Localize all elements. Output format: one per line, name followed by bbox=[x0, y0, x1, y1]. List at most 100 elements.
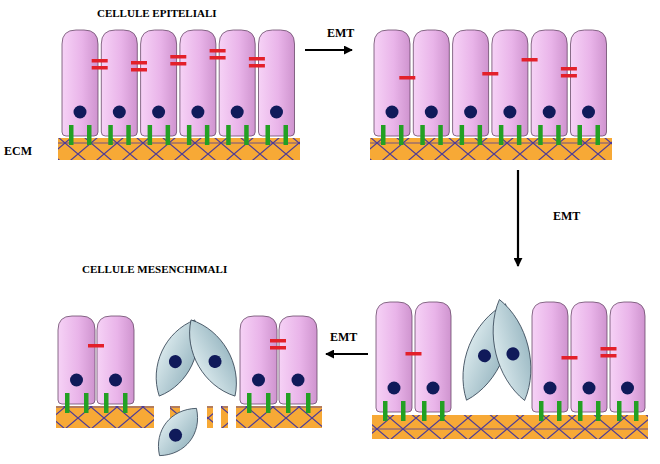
cell-junction bbox=[249, 64, 265, 68]
integrin-anchor bbox=[478, 125, 483, 145]
integrin-anchor bbox=[420, 125, 425, 145]
arrow-label: EMT bbox=[327, 27, 354, 39]
cell-junction bbox=[92, 66, 108, 70]
cell-nucleus bbox=[231, 106, 244, 119]
cell-nucleus bbox=[544, 382, 557, 395]
cell-nucleus bbox=[167, 353, 184, 370]
mesenchymal-cell bbox=[177, 312, 250, 405]
cell-nucleus bbox=[582, 106, 595, 119]
epithelial-panel bbox=[58, 30, 300, 160]
integrin-anchor bbox=[438, 125, 443, 145]
epithelial-cell bbox=[180, 30, 216, 136]
cell-nucleus bbox=[476, 347, 493, 364]
epithelial-cell bbox=[376, 302, 412, 412]
cell-nucleus bbox=[70, 374, 83, 387]
epithelial-cell bbox=[58, 316, 95, 404]
integrin-anchor bbox=[634, 401, 639, 421]
integrin-anchor bbox=[266, 125, 271, 145]
epithelial-cell bbox=[413, 30, 449, 136]
epithelial-cell bbox=[219, 30, 255, 136]
mesenchymal-cell bbox=[148, 399, 209, 464]
cell-junction bbox=[88, 344, 104, 348]
epithelial-cell bbox=[279, 316, 317, 404]
integrin-anchor bbox=[205, 125, 210, 145]
epithelial-cell bbox=[492, 30, 528, 136]
cell-nucleus bbox=[166, 426, 184, 444]
integrin-anchor bbox=[148, 125, 153, 145]
integrin-anchor bbox=[306, 393, 311, 413]
integrin-anchor bbox=[399, 125, 404, 145]
epithelial-cell bbox=[415, 302, 451, 412]
integrin-anchor bbox=[538, 125, 543, 145]
integrin-anchor bbox=[266, 393, 271, 413]
cell-nucleus bbox=[270, 106, 283, 119]
cell-nucleus bbox=[252, 374, 265, 387]
epithelial-cell bbox=[240, 316, 277, 404]
cell-junction bbox=[170, 62, 186, 66]
cell-junction bbox=[210, 49, 226, 53]
integrin-anchor bbox=[126, 125, 131, 145]
cell-nucleus bbox=[191, 106, 204, 119]
cell-junction bbox=[561, 67, 577, 71]
integrin-anchor bbox=[517, 125, 522, 145]
integrin-anchor bbox=[104, 393, 109, 413]
cell-nucleus bbox=[505, 346, 521, 362]
integrin-anchor bbox=[108, 125, 113, 145]
integrin-anchor bbox=[226, 125, 231, 145]
cell-nucleus bbox=[621, 382, 634, 395]
epithelial-cell bbox=[141, 30, 177, 136]
integrin-anchor bbox=[69, 125, 74, 145]
cell-nucleus bbox=[464, 106, 477, 119]
integrin-anchor bbox=[556, 125, 561, 145]
integrin-anchor bbox=[617, 401, 622, 421]
ecm-layer bbox=[372, 415, 648, 439]
cell-junction bbox=[131, 68, 147, 72]
arrow-label: EMT bbox=[553, 210, 580, 222]
cell-nucleus bbox=[386, 106, 399, 119]
epithelial-cell bbox=[97, 316, 134, 404]
integrin-anchor bbox=[539, 401, 544, 421]
cell-junction bbox=[562, 356, 578, 360]
integrin-anchor bbox=[65, 393, 70, 413]
ecm-layer bbox=[58, 138, 300, 160]
epithelial-cell bbox=[259, 30, 295, 136]
cell-nucleus bbox=[425, 106, 438, 119]
ecm-layer bbox=[207, 406, 213, 428]
integrin-anchor bbox=[557, 401, 562, 421]
integrin-anchor bbox=[381, 125, 386, 145]
integrin-anchor bbox=[422, 401, 427, 421]
integrin-anchor bbox=[247, 393, 252, 413]
integrin-anchor bbox=[401, 401, 406, 421]
integrin-anchor bbox=[596, 401, 601, 421]
cell-junction bbox=[406, 352, 422, 356]
ecm-label: ECM bbox=[4, 145, 32, 157]
mesenchymal-body bbox=[177, 312, 250, 405]
cell-junction bbox=[601, 347, 617, 351]
epithelial-cell bbox=[453, 30, 489, 136]
cell-nucleus bbox=[206, 353, 224, 371]
cell-nucleus bbox=[503, 106, 516, 119]
transition-arrow bbox=[305, 49, 352, 51]
cell-nucleus bbox=[152, 106, 165, 119]
cell-nucleus bbox=[74, 106, 87, 119]
integrin-anchor bbox=[578, 401, 583, 421]
epithelial-cell bbox=[531, 30, 567, 136]
integrin-anchor bbox=[187, 125, 192, 145]
cell-junction bbox=[561, 74, 577, 78]
integrin-anchor bbox=[440, 401, 445, 421]
integrin-anchor bbox=[596, 125, 601, 145]
panel-heading: CELLULE EPITELIALI bbox=[97, 8, 217, 19]
cell-junction bbox=[522, 58, 538, 62]
integrin-anchor bbox=[578, 125, 583, 145]
cell-nucleus bbox=[427, 382, 440, 395]
cell-junction bbox=[601, 354, 617, 358]
cell-junction bbox=[270, 346, 286, 350]
cell-nucleus bbox=[583, 382, 596, 395]
panel-heading: CELLULE MESENCHIMALI bbox=[82, 264, 227, 275]
arrow-group bbox=[305, 50, 518, 354]
ecm-layer bbox=[370, 138, 612, 160]
early-emt-panel bbox=[370, 30, 612, 160]
integrin-anchor bbox=[123, 393, 128, 413]
